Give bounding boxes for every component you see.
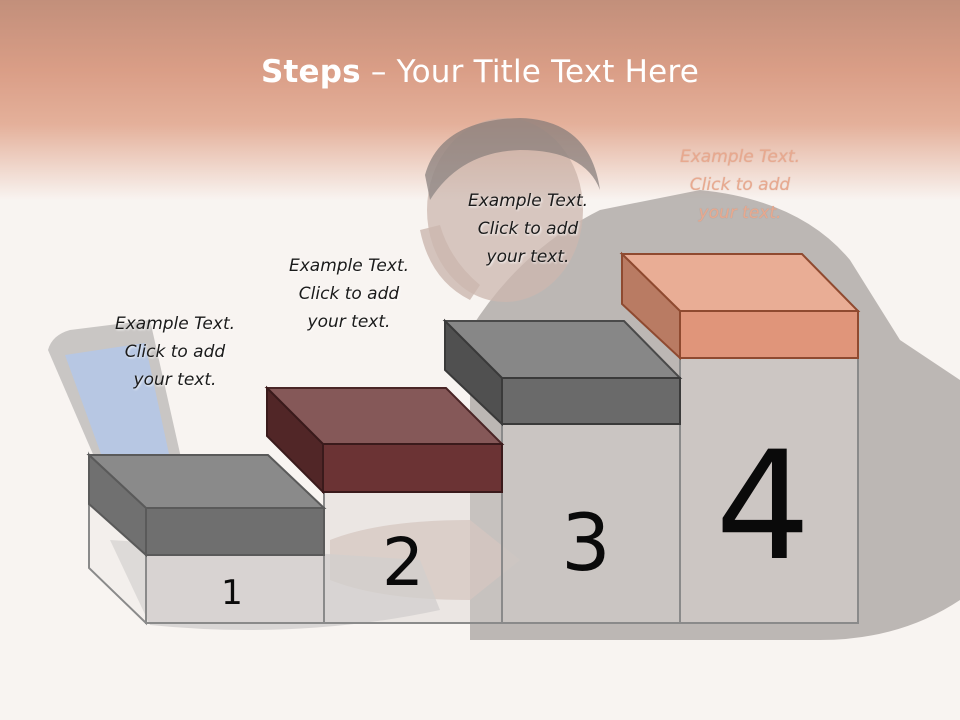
step-caption-1[interactable]: Example Text. Click to add your text. [90,310,260,394]
column-4 [679,357,859,624]
step-number-1: 1 [221,573,243,613]
caption-line: your text. [486,247,570,267]
caption-line: Example Text. [288,256,410,276]
title-bold: Steps [260,54,361,90]
caption-line: Example Text. [467,191,589,211]
caption-line: your text. [307,312,391,332]
caption-line: Click to add [477,219,579,239]
caption-line: Click to add [689,175,791,195]
caption-line: your text. [133,370,217,390]
title-rest: – Your Title Text Here [360,54,699,90]
step-block-1 [86,452,327,558]
caption-line: Example Text. [114,314,236,334]
step-block-3 [442,318,683,427]
caption-line: your text. [698,203,782,223]
step-number-2: 2 [382,524,424,601]
step-number-3: 3 [561,499,611,589]
caption-line: Example Text. [679,147,801,167]
step-block-2 [264,385,505,495]
slide-title[interactable]: Steps – Your Title Text Here [0,54,960,90]
step-caption-2[interactable]: Example Text. Click to add your text. [264,252,434,336]
column-2 [323,491,503,624]
step-caption-3[interactable]: Example Text. Click to add your text. [443,187,613,271]
step-number-4: 4 [715,420,810,594]
step-caption-4[interactable]: Example Text. Click to add your text. [655,143,825,227]
caption-line: Click to add [298,284,400,304]
staircase [88,357,859,626]
caption-line: Click to add [124,342,226,362]
column-3 [501,423,681,624]
step-block-4 [619,251,861,361]
